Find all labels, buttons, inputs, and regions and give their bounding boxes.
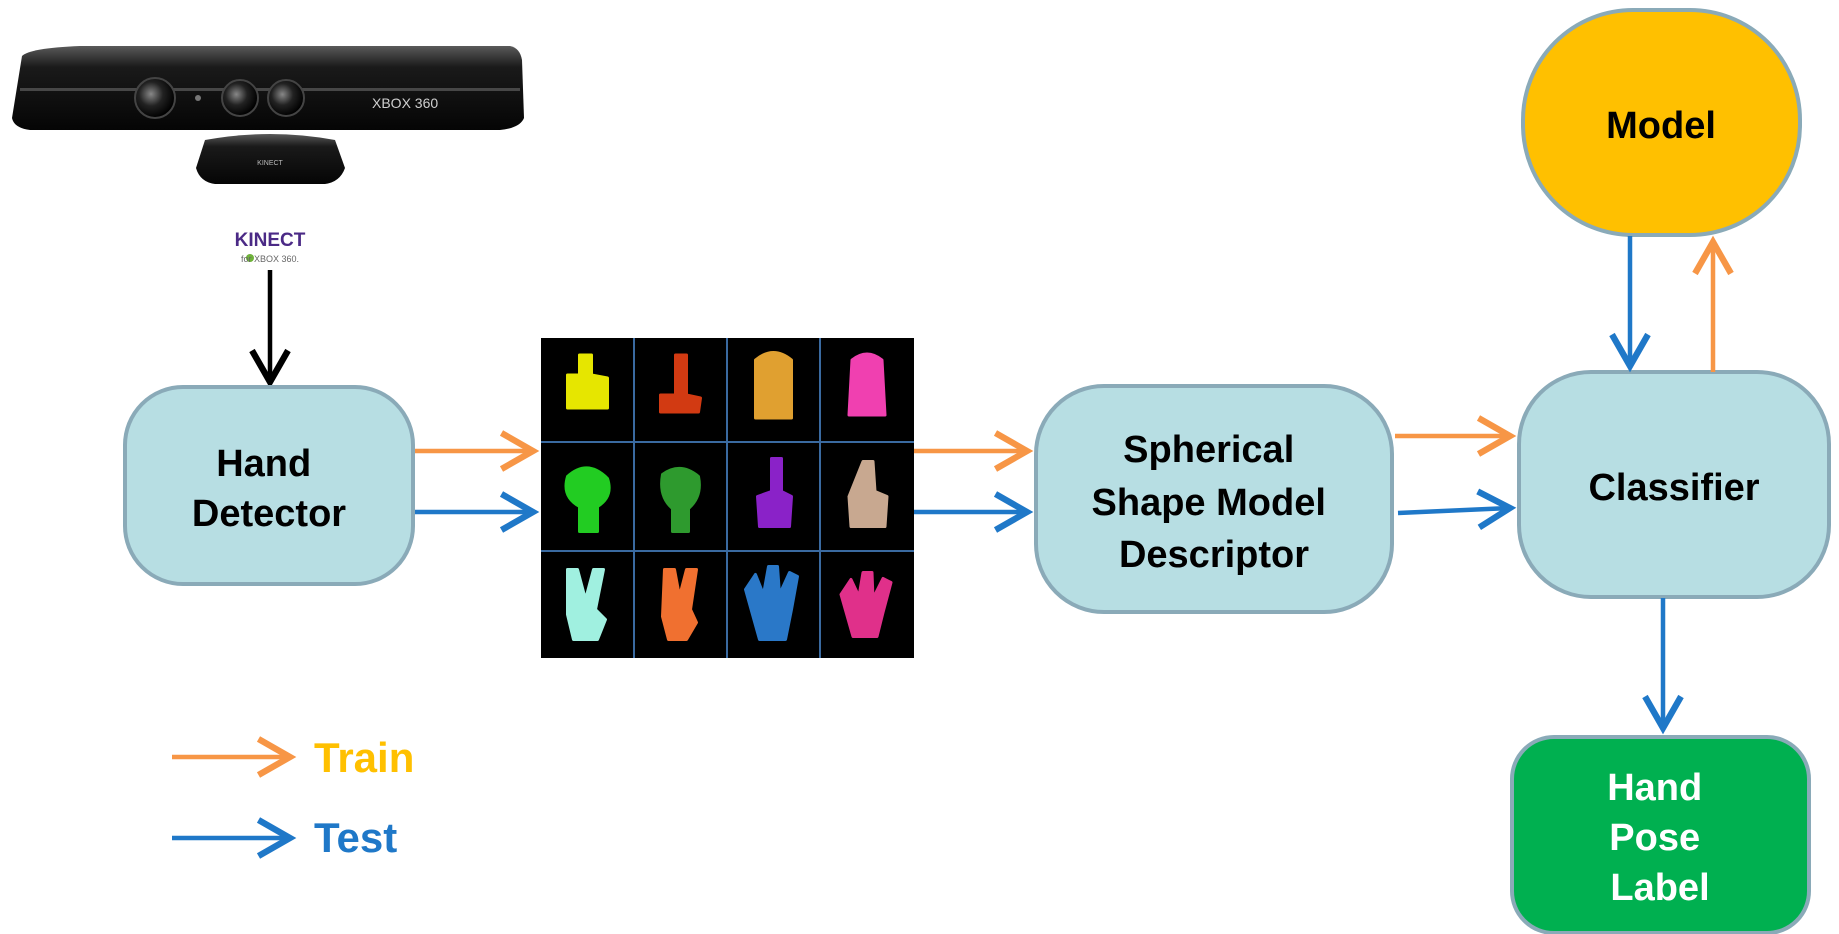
hand-sample-12 (839, 571, 893, 638)
hand-sample-3 (754, 351, 793, 420)
legend-test-label: Test (314, 814, 397, 861)
hand-pose-label-node: Hand Pose Label (1510, 735, 1811, 934)
hand-sample-2 (659, 353, 702, 414)
legend-train-label: Train (314, 734, 414, 781)
hand-detector-node: Hand Detector (123, 385, 415, 586)
classifier-label: Classifier (1588, 467, 1759, 509)
hand-sample-5 (564, 466, 611, 533)
descriptor-node: Spherical Shape Model Descriptor (1034, 384, 1394, 614)
hand-sample-1 (566, 353, 609, 410)
hand-sample-4 (847, 352, 887, 417)
hand-sample-11 (744, 565, 799, 641)
hand-detector-label: Hand Detector (192, 443, 346, 535)
hand-sample-10 (661, 568, 698, 641)
kinect-sensor-icon: XBOX 360 KINECT KINECT for XBOX 360. (12, 46, 524, 264)
kinect-device-text: XBOX 360 (372, 95, 438, 111)
model-label: Model (1606, 105, 1716, 147)
kinect-base-text: KINECT (257, 160, 283, 167)
hand-sample-8 (847, 460, 889, 528)
model-node: Model (1521, 8, 1802, 237)
kinect-logo-sub: for XBOX 360. (241, 254, 299, 264)
legend: Train Test (172, 734, 414, 861)
hand-pose-label-text: Hand Pose Label (1607, 767, 1713, 909)
kinect-logo-title: KINECT (235, 230, 306, 251)
hand-sample-7 (756, 457, 793, 528)
descriptor-to-classifier-test-arrow (1397, 488, 1517, 531)
descriptor-label: Spherical Shape Model Descriptor (1092, 429, 1337, 576)
hand-sample-6 (660, 467, 701, 533)
segmented-hand-poses-image (541, 338, 914, 658)
classifier-node: Classifier (1517, 370, 1831, 599)
hand-sample-9 (566, 568, 607, 641)
